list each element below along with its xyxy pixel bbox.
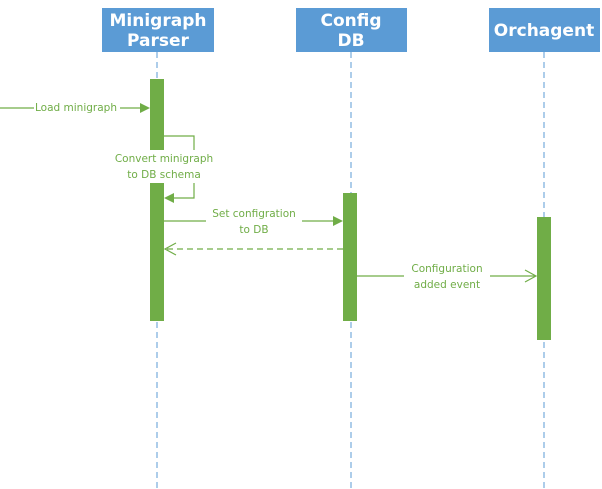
activation-bar-configdb	[343, 193, 357, 321]
participant-config-db: Config DB	[296, 8, 407, 52]
message-load-minigraph: Load minigraph	[0, 100, 150, 115]
message-label-bg	[404, 260, 490, 292]
participant-box	[296, 8, 407, 52]
arrowhead	[333, 216, 343, 226]
participant-label: Orchagent	[494, 21, 594, 41]
arrowhead	[164, 193, 174, 203]
arrowhead	[140, 103, 150, 113]
participant-label-line2: Parser	[127, 31, 190, 51]
message-label-bg	[112, 150, 216, 183]
message-label-bg	[34, 100, 120, 115]
participant-minigraph-parser: Minigraph Parser	[102, 8, 214, 52]
message-label-line2: to DB	[239, 224, 268, 236]
participant-box	[489, 8, 600, 52]
open-arrowhead	[524, 269, 538, 283]
participant-label-line1: Minigraph	[110, 11, 207, 31]
message-convert-minigraph: Convert minigraph to DB schema	[112, 135, 216, 203]
message-set-configuration: Set configration to DB	[164, 205, 343, 237]
message-label-line1: Set configration	[212, 208, 296, 220]
activation-bar-parser-1	[150, 79, 164, 151]
message-label-line2: to DB schema	[127, 169, 201, 181]
participant-orchagent: Orchagent	[489, 8, 600, 52]
participant-box	[102, 8, 214, 52]
message-configuration-added-event: Configuration added event	[357, 260, 538, 292]
participant-label-line2: DB	[337, 31, 364, 51]
activation-bar-parser-2	[150, 183, 164, 321]
message-label-line2: added event	[414, 279, 480, 291]
activation-bar-orchagent	[537, 217, 551, 340]
message-label: Load minigraph	[35, 102, 117, 114]
participant-label-line1: Config	[320, 11, 381, 31]
message-label-line1: Configuration	[411, 263, 482, 275]
open-arrowhead	[163, 242, 177, 256]
message-return	[163, 242, 343, 256]
message-label-bg	[206, 205, 302, 237]
message-label-line1: Convert minigraph	[115, 153, 213, 165]
